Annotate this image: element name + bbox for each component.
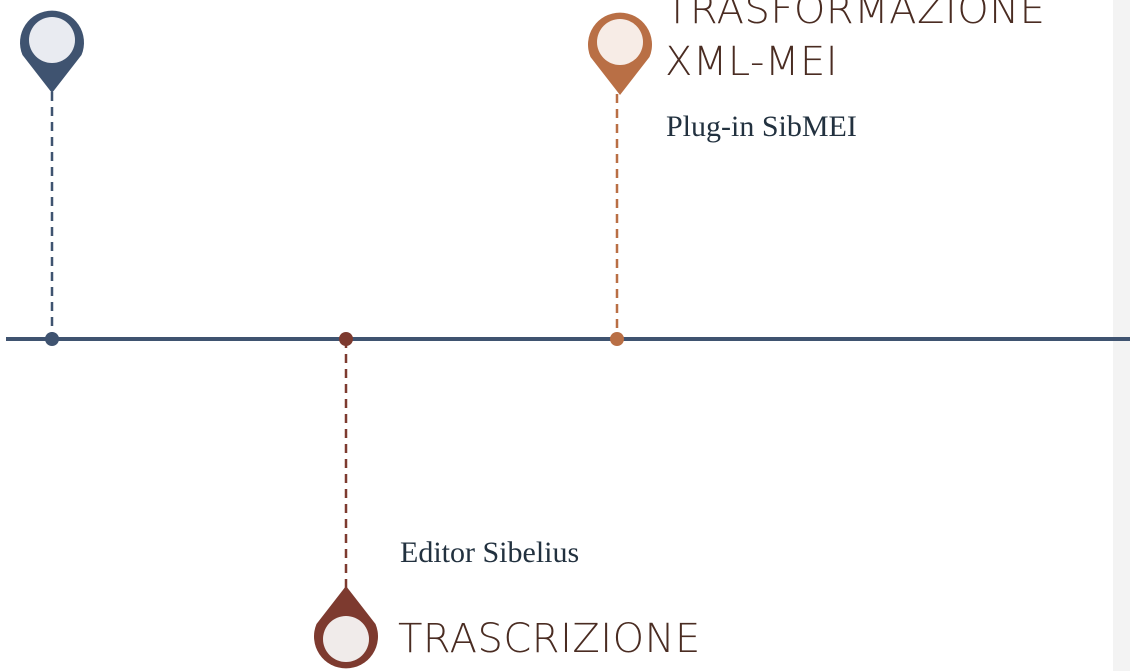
milestone-3-tool: Plug-in SibMEI <box>666 110 857 143</box>
milestone-2-title: TRASCRIZIONE <box>398 616 701 662</box>
milestone-2-tool: Editor Sibelius <box>400 536 580 569</box>
map-pin-icon <box>588 12 652 95</box>
map-pin-icon <box>314 586 378 669</box>
milestone-1 <box>19 10 84 346</box>
milestone-2 <box>314 332 378 669</box>
milestone-2-dot <box>339 332 353 346</box>
milestone-3-title-line-2: XML-MEI <box>665 39 839 85</box>
milestone-1-dot <box>45 332 59 346</box>
milestone-3-title-line-1: TRASFORMAZIONE <box>665 0 1046 33</box>
scrollbar-track <box>1113 0 1130 671</box>
milestone-3-dot <box>610 332 624 346</box>
milestone-3 <box>588 12 652 346</box>
map-pin-icon <box>19 10 84 93</box>
